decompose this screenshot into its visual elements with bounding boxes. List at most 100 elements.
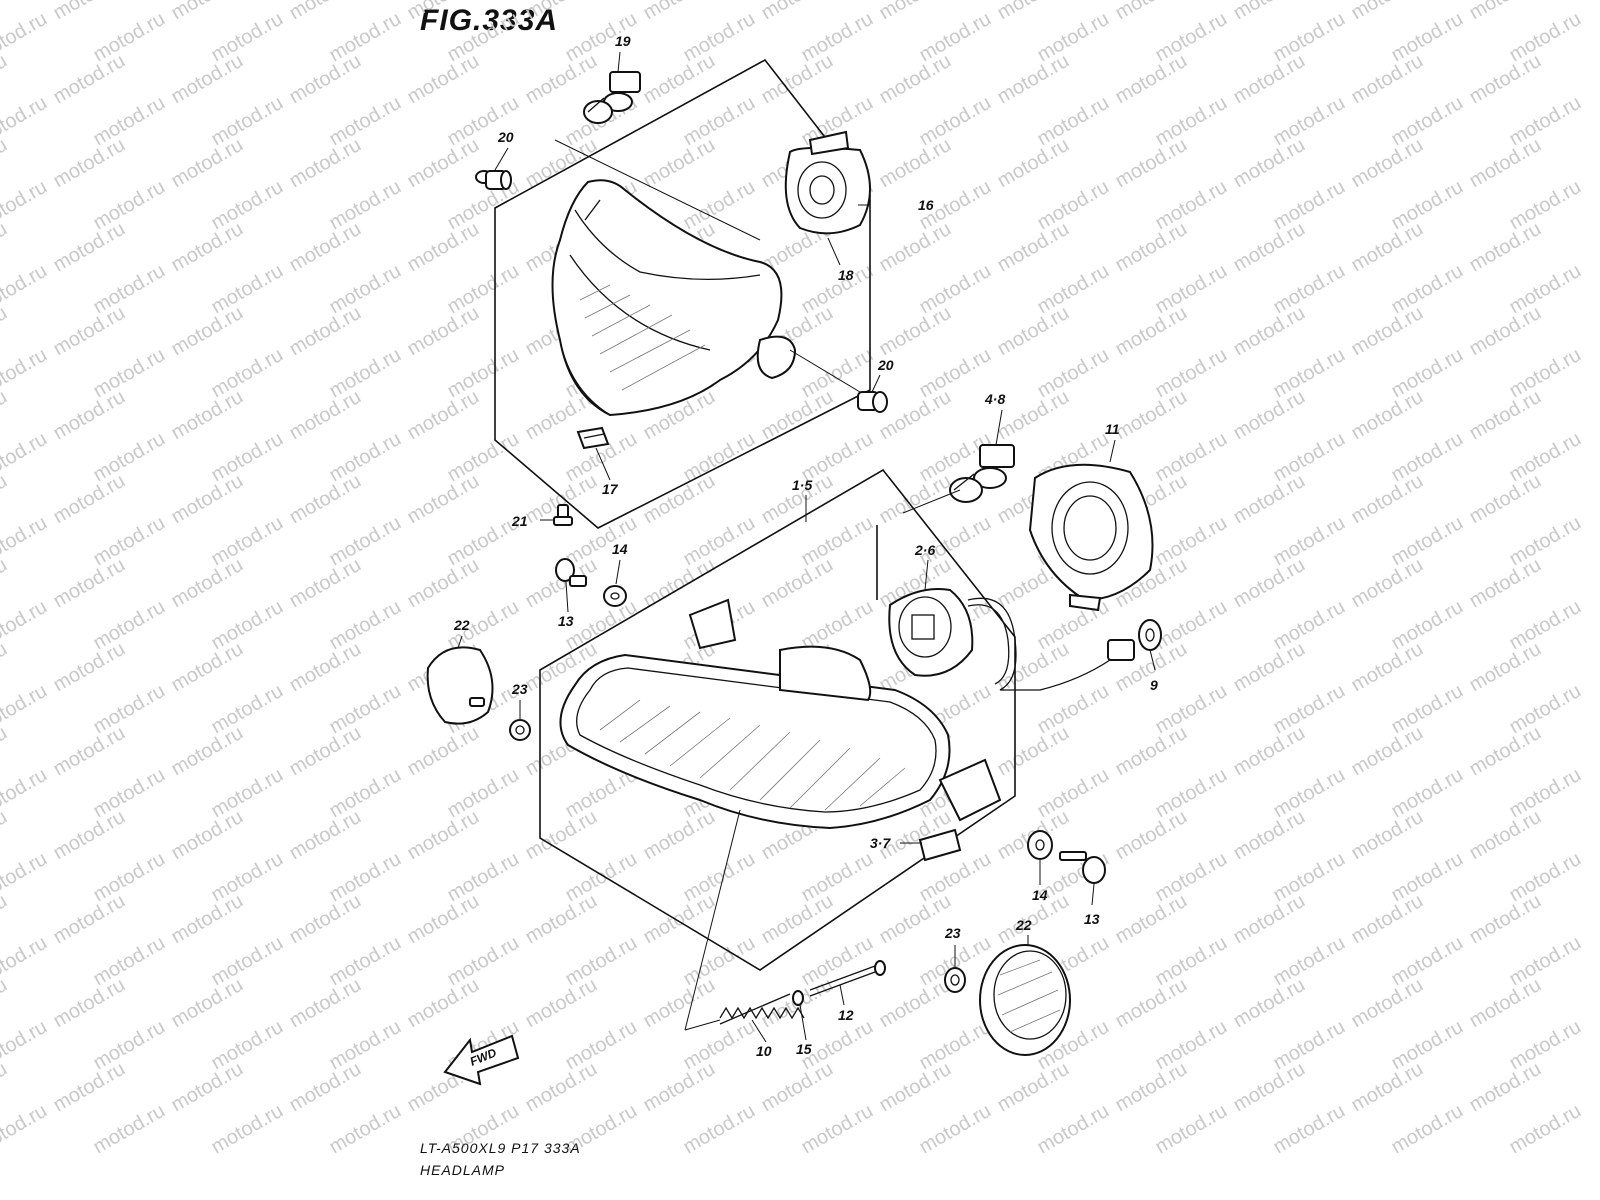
watermark-text: motod.ru — [326, 764, 405, 823]
watermark-text: motod.ru — [444, 932, 523, 991]
watermark-text: motod.ru — [50, 1058, 129, 1117]
watermark-text: motod.ru — [286, 134, 365, 193]
callout-16: 16 — [918, 197, 934, 213]
watermark-text: motod.ru — [90, 8, 169, 67]
watermark-text: motod.ru — [1506, 596, 1585, 655]
watermark-text: motod.ru — [1506, 92, 1585, 151]
watermark-text: motod.ru — [1112, 218, 1191, 277]
callout-20-lower: 20 — [877, 357, 894, 373]
watermark-text: motod.ru — [1270, 1100, 1349, 1159]
watermark-text: motod.ru — [1152, 764, 1231, 823]
watermark-text: motod.ru — [50, 638, 129, 697]
watermark-text: motod.ru — [90, 680, 169, 739]
watermark-text: motod.ru — [444, 512, 523, 571]
watermark-text: motod.ru — [404, 218, 483, 277]
watermark-text: motod.ru — [798, 512, 877, 571]
watermark-text: motod.ru — [0, 890, 11, 949]
watermark-text: motod.ru — [1112, 890, 1191, 949]
watermark-text: motod.ru — [404, 302, 483, 361]
watermark-text: motod.ru — [1270, 428, 1349, 487]
watermark-text: motod.ru — [326, 1016, 405, 1075]
watermark-text: motod.ru — [1348, 974, 1427, 1033]
watermark-text: motod.ru — [90, 596, 169, 655]
watermark-text: motod.ru — [1112, 386, 1191, 445]
watermark-text: motod.ru — [326, 1100, 405, 1159]
watermark-text: motod.ru — [286, 470, 365, 529]
watermark-text: motod.ru — [1152, 344, 1231, 403]
watermark-text: motod.ru — [0, 554, 11, 613]
watermark-text: motod.ru — [1034, 8, 1113, 67]
callout-12: 12 — [838, 1007, 854, 1023]
cap-22-right — [979, 944, 1071, 1056]
watermark-text: motod.ru — [1270, 848, 1349, 907]
cap-22-left — [426, 646, 494, 725]
lower-headlamp-unit — [559, 598, 1002, 862]
watermark-text: motod.ru — [1388, 596, 1467, 655]
watermark-text: motod.ru — [0, 260, 51, 319]
watermark-text: motod.ru — [1506, 8, 1585, 67]
watermark-text: motod.ru — [876, 134, 955, 193]
watermark-text: motod.ru — [1348, 470, 1427, 529]
watermark-text: motod.ru — [1348, 50, 1427, 109]
watermark-text: motod.ru — [286, 974, 365, 1033]
watermark-text: motod.ru — [286, 218, 365, 277]
watermark-text: motod.ru — [1506, 848, 1585, 907]
watermark-text: motod.ru — [1466, 302, 1545, 361]
watermark-text: motod.ru — [1388, 92, 1467, 151]
bolt-12 — [809, 960, 886, 997]
watermark-text: motod.ru — [1230, 50, 1309, 109]
watermark-text: motod.ru — [1506, 260, 1585, 319]
watermark-text: motod.ru — [1348, 806, 1427, 865]
watermark-text: motod.ru — [404, 974, 483, 1033]
watermark-text: motod.ru — [208, 764, 287, 823]
callout-15: 15 — [796, 1041, 812, 1057]
lower-assembly-frame — [539, 468, 1016, 971]
watermark-text: motod.ru — [90, 848, 169, 907]
watermark-text: motod.ru — [50, 722, 129, 781]
watermark-text: motod.ru — [326, 680, 405, 739]
watermark-text: motod.ru — [1506, 1016, 1585, 1075]
watermark-text: motod.ru — [326, 8, 405, 67]
watermark-text: motod.ru — [1270, 512, 1349, 571]
watermark-text: motod.ru — [0, 1100, 51, 1159]
watermark-text: motod.ru — [994, 0, 1073, 24]
watermark-text: motod.ru — [916, 92, 995, 151]
watermark-text: motod.ru — [876, 0, 955, 24]
watermark-text: motod.ru — [444, 260, 523, 319]
watermark-text: motod.ru — [50, 0, 129, 24]
watermark-text: motod.ru — [404, 890, 483, 949]
watermark-text: motod.ru — [444, 428, 523, 487]
watermark-text: motod.ru — [1230, 806, 1309, 865]
watermark-text: motod.ru — [168, 134, 247, 193]
watermark-text: motod.ru — [876, 386, 955, 445]
watermark-text: motod.ru — [1230, 638, 1309, 697]
watermark-text: motod.ru — [1270, 92, 1349, 151]
upper-assembly-frame — [494, 58, 871, 529]
watermark-text: motod.ru — [404, 554, 483, 613]
watermark-text: motod.ru — [1152, 512, 1231, 571]
watermark-text: motod.ru — [444, 848, 523, 907]
watermark-text: motod.ru — [208, 680, 287, 739]
watermark-text: motod.ru — [326, 848, 405, 907]
watermark-text: motod.ru — [562, 848, 641, 907]
watermark-text: motod.ru — [522, 974, 601, 1033]
watermark-text: motod.ru — [1388, 344, 1467, 403]
watermark-text: motod.ru — [680, 512, 759, 571]
watermark-text: motod.ru — [208, 1016, 287, 1075]
watermark-text: motod.ru — [1388, 176, 1467, 235]
watermark-text: motod.ru — [640, 554, 719, 613]
watermark-text: motod.ru — [286, 0, 365, 24]
watermark-text: motod.ru — [640, 470, 719, 529]
watermark-text: motod.ru — [1466, 722, 1545, 781]
watermark-text: motod.ru — [680, 176, 759, 235]
grommet-20-lower — [857, 391, 888, 413]
watermark-text: motod.ru — [1348, 638, 1427, 697]
watermark-text: motod.ru — [1466, 638, 1545, 697]
watermark-text: motod.ru — [1034, 764, 1113, 823]
watermark-text: motod.ru — [168, 470, 247, 529]
watermark-text: motod.ru — [208, 260, 287, 319]
watermark-text: motod.ru — [1348, 554, 1427, 613]
watermark-text: motod.ru — [1152, 932, 1231, 991]
watermark-text: motod.ru — [522, 50, 601, 109]
